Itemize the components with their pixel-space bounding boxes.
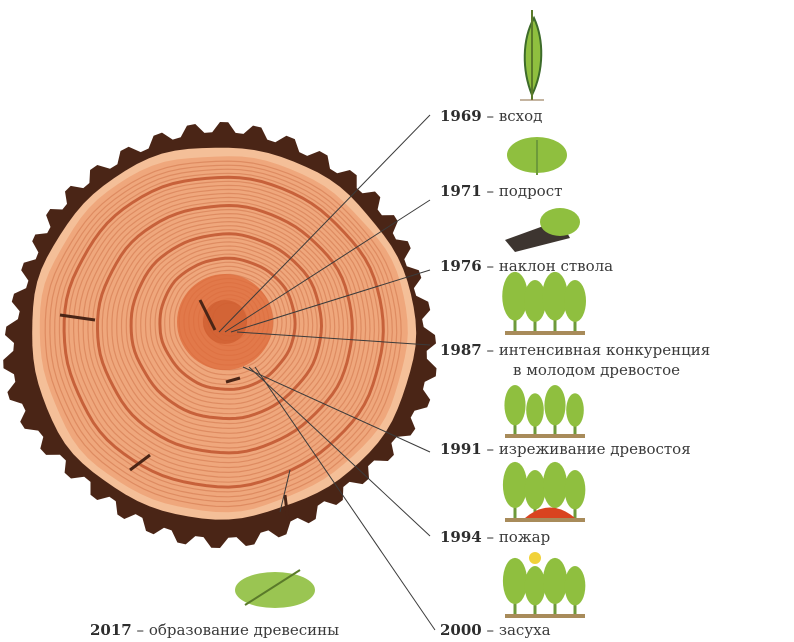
- event-text: засуха: [499, 621, 551, 639]
- sun: [529, 552, 541, 564]
- tree-crown: [526, 393, 544, 427]
- event-text-second-line: в молодом древостое: [513, 361, 680, 379]
- tree-crown: [543, 462, 567, 508]
- fallen-tree-icon: [505, 208, 580, 252]
- tree-crown: [565, 470, 586, 509]
- event-text: всход: [499, 107, 543, 125]
- event-label-1969: 1969 – всход: [440, 107, 542, 125]
- tree-crown: [565, 566, 586, 605]
- tree-crown: [542, 272, 568, 321]
- event-label-1987-line2: в молодом древостое: [513, 361, 680, 379]
- event-label-1971: 1971 – подрост: [440, 182, 562, 200]
- tree-crown: [525, 470, 546, 509]
- event-dash: –: [487, 440, 495, 458]
- event-text: интенсивная конкуренция: [499, 341, 710, 359]
- event-label-2017: 2017 – образование древесины: [90, 621, 339, 639]
- event-text: подрост: [499, 182, 563, 200]
- thinning-stand-icon: [504, 385, 585, 438]
- event-year: 1976: [440, 257, 482, 275]
- tree-crown: [544, 385, 565, 425]
- event-text: изреживание древостоя: [499, 440, 691, 458]
- drought-icon: [503, 552, 585, 618]
- event-dash: –: [487, 621, 495, 639]
- tree-crown: [564, 280, 586, 322]
- tree-crown: [504, 385, 525, 425]
- event-label-1976: 1976 – наклон ствола: [440, 257, 613, 275]
- event-label-2000: 2000 – засуха: [440, 621, 551, 639]
- event-dash: –: [487, 182, 495, 200]
- event-text: пожар: [499, 528, 550, 546]
- stand-ground: [505, 331, 585, 335]
- event-dash: –: [487, 341, 495, 359]
- young-tree-icon: [507, 137, 567, 175]
- stand-ground: [505, 614, 585, 618]
- event-dash: –: [487, 528, 495, 546]
- dense-stand-icon: [502, 272, 586, 335]
- event-year: 2017: [90, 621, 132, 639]
- tree-crown: [566, 393, 584, 427]
- wood-sample-icon: [235, 570, 315, 608]
- tree-crown: [525, 566, 546, 605]
- event-year: 2000: [440, 621, 482, 639]
- tree-crown: [503, 462, 527, 508]
- stand-ground: [505, 434, 585, 438]
- tree-cross-section: [3, 122, 436, 548]
- event-dash: –: [137, 621, 145, 639]
- tree-crown: [503, 558, 527, 604]
- event-text: наклон ствола: [499, 257, 613, 275]
- event-year: 1969: [440, 107, 482, 125]
- tree-crown: [502, 272, 528, 321]
- event-label-1987: 1987 – интенсивная конкуренция: [440, 341, 710, 359]
- event-dash: –: [487, 257, 495, 275]
- event-year: 1987: [440, 341, 482, 359]
- tree-crown: [543, 558, 567, 604]
- fire-icon: [503, 462, 585, 522]
- fallen-tree-crown: [540, 208, 580, 236]
- fire-flames: [525, 508, 575, 519]
- event-label-1994: 1994 – пожар: [440, 528, 550, 546]
- stand-ground: [505, 518, 585, 522]
- event-dash: –: [487, 107, 495, 125]
- event-year: 1991: [440, 440, 482, 458]
- event-text: образование древесины: [149, 621, 339, 639]
- seedling-icon: [520, 10, 544, 100]
- event-label-1991: 1991 – изреживание древостоя: [440, 440, 691, 458]
- event-year: 1971: [440, 182, 482, 200]
- event-year: 1994: [440, 528, 482, 546]
